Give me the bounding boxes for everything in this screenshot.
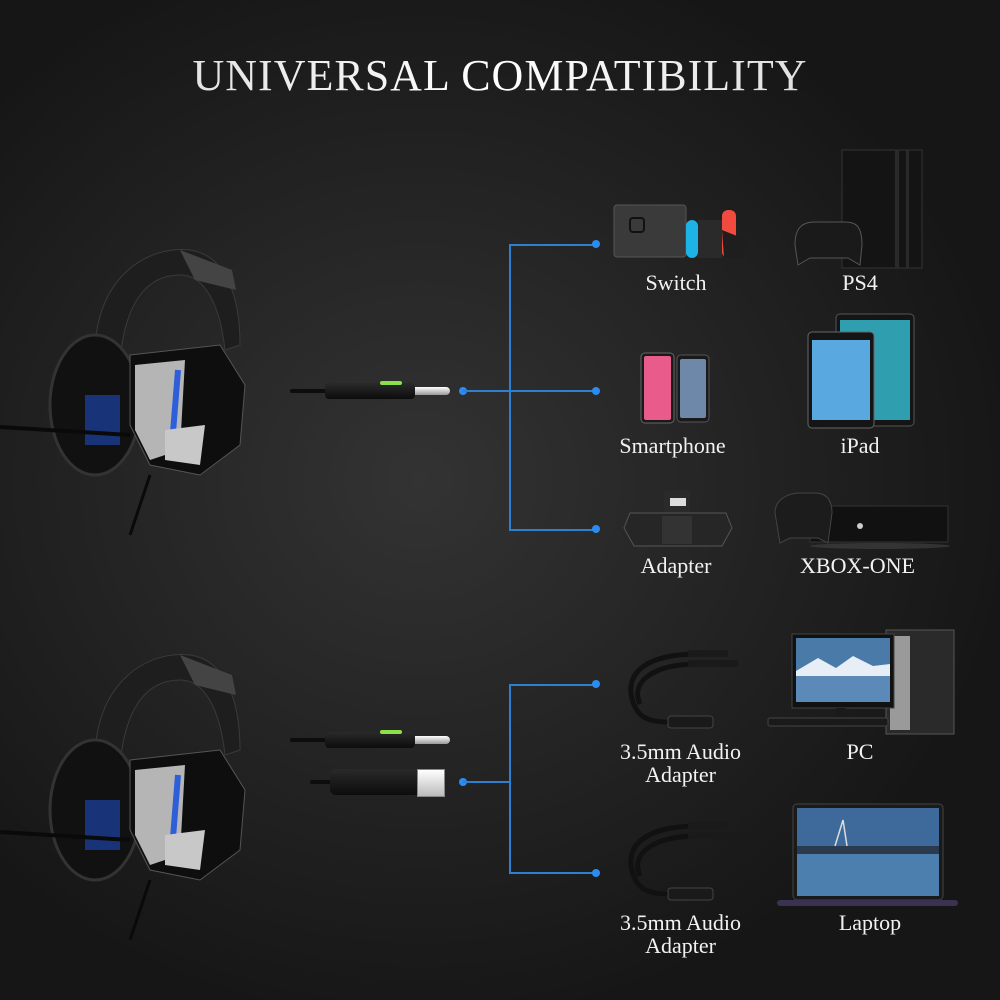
- audio-splitter-cable-icon: [628, 650, 738, 729]
- connector-dot: [592, 869, 600, 877]
- device-label-audio-adapter-2: 3.5mm Audio Adapter: [619, 910, 741, 958]
- device-label-ipad: iPad: [840, 433, 880, 458]
- connector-line: [509, 684, 511, 874]
- connector-dot: [592, 240, 600, 248]
- audio-plug-3.5mm-icon: [325, 732, 415, 748]
- usb-connector: [417, 769, 445, 797]
- device-label-switch: Switch: [645, 270, 707, 295]
- desktop-pc-icon: [767, 629, 955, 735]
- ps4-console-icon: [794, 149, 923, 269]
- xbox-stereo-adapter-icon: [623, 490, 733, 547]
- device-label-ps4: PS4: [842, 270, 878, 295]
- connector-line: [510, 244, 596, 246]
- connector-line: [509, 244, 511, 531]
- page-title: UNIVERSAL COMPATIBILITY: [0, 50, 1000, 101]
- cable: [290, 738, 330, 742]
- connector-dot: [592, 525, 600, 533]
- connector-line: [510, 684, 596, 686]
- gaming-headset-icon: [0, 248, 246, 535]
- nintendo-switch-icon: [613, 204, 747, 258]
- device-label-laptop: Laptop: [838, 910, 902, 935]
- smartphone-icon: [640, 352, 710, 424]
- connector-line: [510, 872, 596, 874]
- usb-plug-icon: [330, 769, 420, 795]
- connector-line: [463, 390, 596, 392]
- gaming-headset-icon: [0, 653, 246, 940]
- ipad-icon: [807, 313, 915, 429]
- device-label-smartphone: Smartphone: [619, 433, 726, 458]
- connector-dot: [592, 387, 600, 395]
- device-label-xbox-one: XBOX-ONE: [800, 553, 915, 578]
- connector-line: [463, 781, 511, 783]
- plug-led: [380, 730, 402, 734]
- audio-splitter-cable-icon: [628, 822, 738, 901]
- plug-tip: [415, 387, 450, 395]
- connector-dot: [592, 680, 600, 688]
- audio-plug-3.5mm-icon: [325, 383, 415, 399]
- device-label-pc: PC: [846, 739, 874, 764]
- plug-led: [380, 381, 402, 385]
- laptop-icon: [777, 803, 958, 906]
- plug-tip: [415, 736, 450, 744]
- xbox-one-console-icon: [774, 492, 950, 549]
- device-label-audio-adapter-1: 3.5mm Audio Adapter: [619, 739, 741, 787]
- device-label-adapter: Adapter: [640, 553, 712, 578]
- cable: [310, 780, 340, 784]
- connector-line: [510, 529, 596, 531]
- cable: [290, 389, 330, 393]
